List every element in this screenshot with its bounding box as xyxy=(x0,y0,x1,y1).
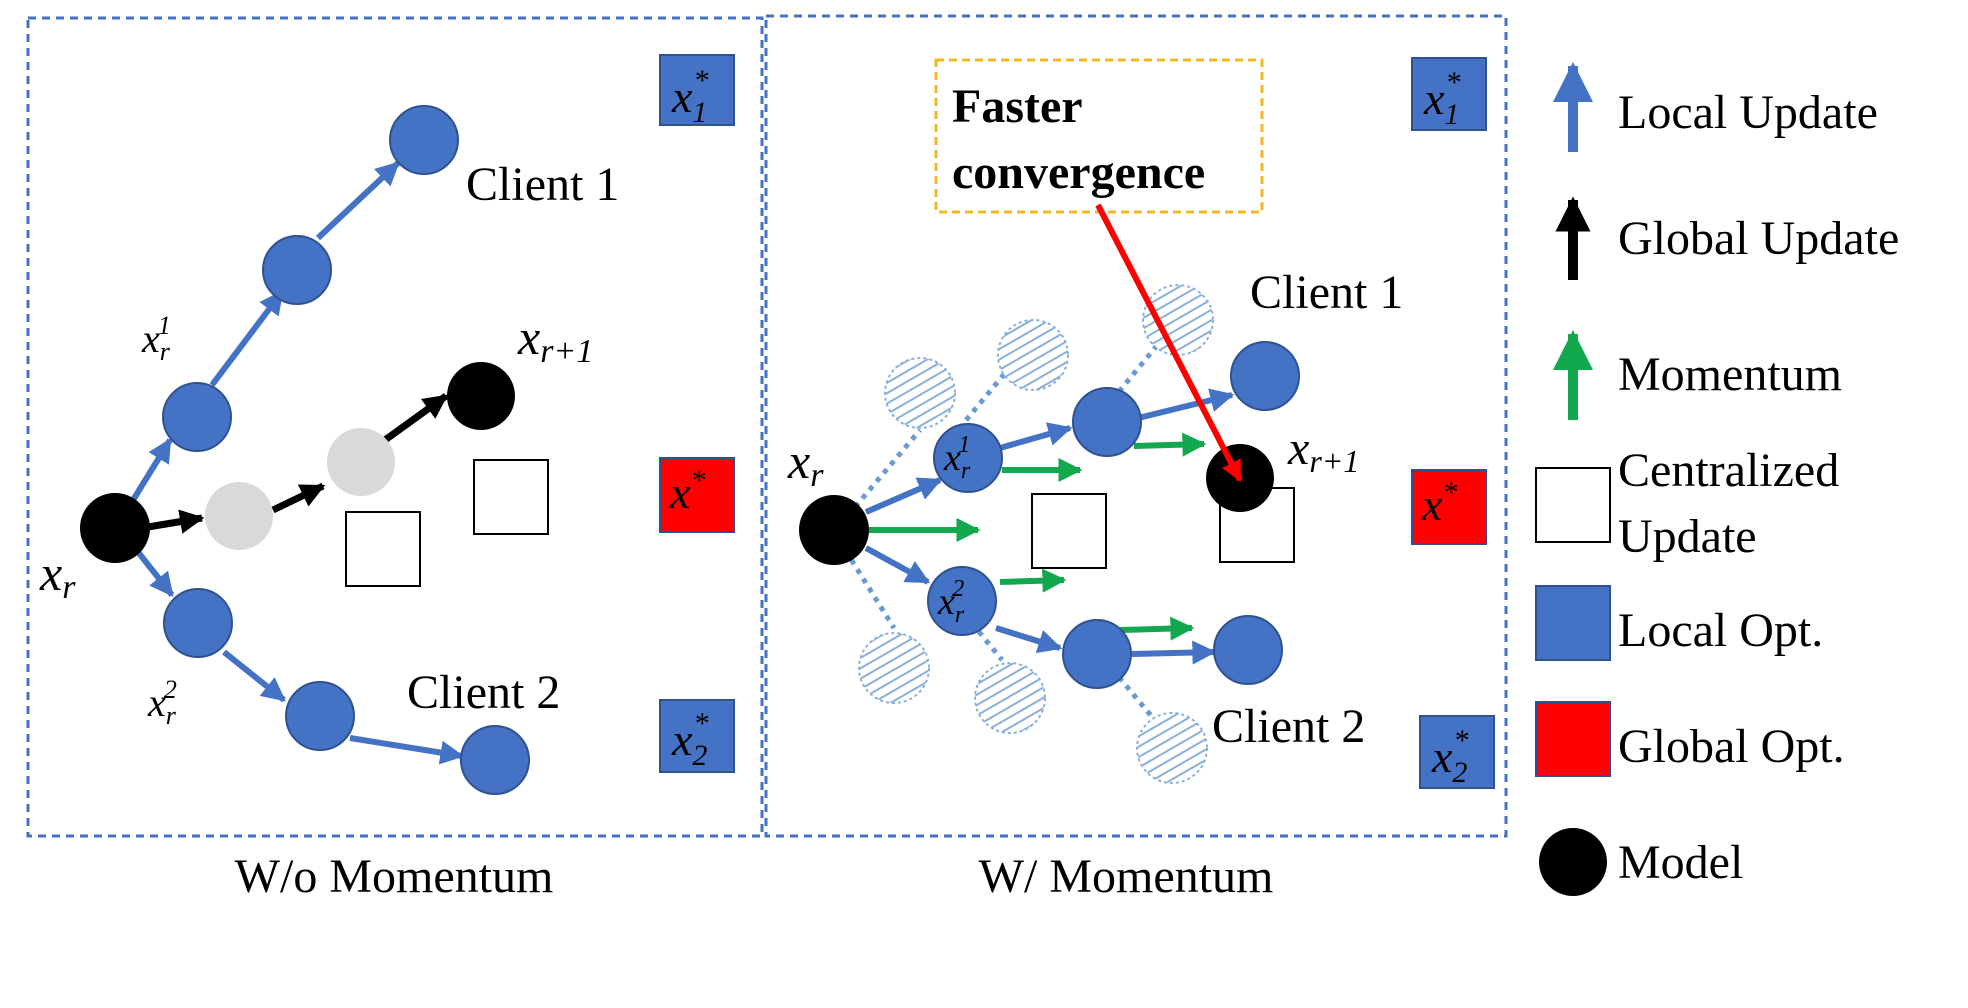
legend-item-global-update: Global Update xyxy=(1555,196,1899,280)
hatched-node xyxy=(884,357,956,429)
local-opt-1 xyxy=(1411,57,1487,131)
global-opt xyxy=(659,457,735,533)
left-global-updates xyxy=(147,393,449,534)
x-r-plus-1-label: xr+1 xyxy=(1287,422,1359,479)
client1-node xyxy=(262,235,332,305)
white-square-icon xyxy=(1535,467,1611,543)
legend-item-global-opt: Global Opt. xyxy=(1535,701,1845,777)
global-opt xyxy=(1411,469,1487,545)
local-opt-2 xyxy=(659,699,735,773)
left-panel-border xyxy=(26,16,764,838)
legend-label: Global Update xyxy=(1618,212,1899,265)
x-r-client2-label: xr2 xyxy=(937,576,965,628)
client1-node xyxy=(162,382,232,452)
client1-label: Client 1 xyxy=(466,158,619,211)
right-panel: Faster convergence x1* x* x2* xr xr1 xr2… xyxy=(764,14,1508,903)
client1-node xyxy=(1230,341,1300,411)
red-square-icon xyxy=(1535,701,1611,777)
left-panel-caption: W/o Momentum xyxy=(235,850,554,903)
legend-item-model: Model xyxy=(1539,828,1743,896)
right-panel-border xyxy=(764,14,1508,838)
x-r-label: xr xyxy=(787,433,824,494)
centralized-update-square xyxy=(1031,493,1107,569)
model-node-next xyxy=(447,362,515,430)
legend-label: Momentum xyxy=(1618,348,1842,401)
x-r-plus-1-label: xr+1 xyxy=(517,309,593,370)
centralized-update-square xyxy=(473,459,549,535)
x-r-client1-label: xr1 xyxy=(943,432,971,484)
legend-item-momentum: Momentum xyxy=(1553,330,1842,420)
legend-item-local-opt: Local Opt. xyxy=(1535,585,1823,661)
client2-node xyxy=(163,588,233,658)
black-circle-icon xyxy=(1539,828,1607,896)
legend-label: Update xyxy=(1618,510,1757,563)
client2-label: Client 2 xyxy=(407,666,560,719)
opt-global-label: x* xyxy=(669,464,705,518)
client2-node xyxy=(1213,615,1283,685)
ghost-model-node xyxy=(205,482,273,550)
centralized-update-square xyxy=(345,511,421,587)
left-local-updates xyxy=(127,160,465,765)
local-opt-1 xyxy=(659,54,735,126)
legend-label: Local Opt. xyxy=(1618,604,1823,657)
right-local-updates xyxy=(864,388,1235,665)
x-r-client1-label: xr1 xyxy=(141,311,171,366)
left-panel: x1* x* x2* xr xr1 xr2 xr+1 Client 1 Clie… xyxy=(26,16,764,903)
client1-node xyxy=(389,105,459,175)
legend-item-centralized-update: Centralized Update xyxy=(1535,444,1839,563)
ghost-model-node xyxy=(327,428,395,496)
hatched-node xyxy=(997,319,1069,391)
legend: Local Update Global Update Momentum Cent… xyxy=(1535,62,1899,896)
client2-node xyxy=(927,566,997,636)
blue-square-icon xyxy=(1535,585,1611,661)
client2-node xyxy=(1062,619,1132,689)
legend-label: Local Update xyxy=(1618,86,1878,139)
hatched-node xyxy=(974,662,1046,734)
x-r-client2-label: xr2 xyxy=(147,675,177,730)
opt-global-label: x* xyxy=(1421,476,1457,530)
legend-label: Centralized xyxy=(1618,444,1839,497)
model-node xyxy=(80,493,150,563)
opt-local1-label: x1* xyxy=(1423,66,1460,131)
convergence-pointer-arrow xyxy=(1095,203,1243,482)
client2-node xyxy=(460,725,530,795)
opt-local2-label: x2* xyxy=(671,707,708,772)
faster-convergence-text: Faster convergence xyxy=(952,80,1205,199)
hatched-node xyxy=(858,632,930,704)
legend-label: Global Opt. xyxy=(1618,720,1845,773)
hatched-node xyxy=(1142,284,1214,356)
client1-label: Client 1 xyxy=(1250,266,1403,319)
client2-label: Client 2 xyxy=(1212,700,1365,753)
client2-node xyxy=(285,681,355,751)
model-node xyxy=(799,495,869,565)
opt-local2-label: x2* xyxy=(1431,724,1468,789)
client1-node xyxy=(1072,387,1142,457)
client1-node xyxy=(933,423,1003,493)
opt-local1-label: x1* xyxy=(671,64,708,129)
x-r-label: xr xyxy=(39,545,76,606)
hatched-node xyxy=(1136,712,1208,784)
right-momentum-arrows xyxy=(867,432,1207,641)
local-opt-2 xyxy=(1419,715,1495,789)
legend-label: Model xyxy=(1618,836,1743,889)
legend-item-local-update: Local Update xyxy=(1553,62,1878,152)
right-panel-caption: W/ Momentum xyxy=(979,850,1274,903)
